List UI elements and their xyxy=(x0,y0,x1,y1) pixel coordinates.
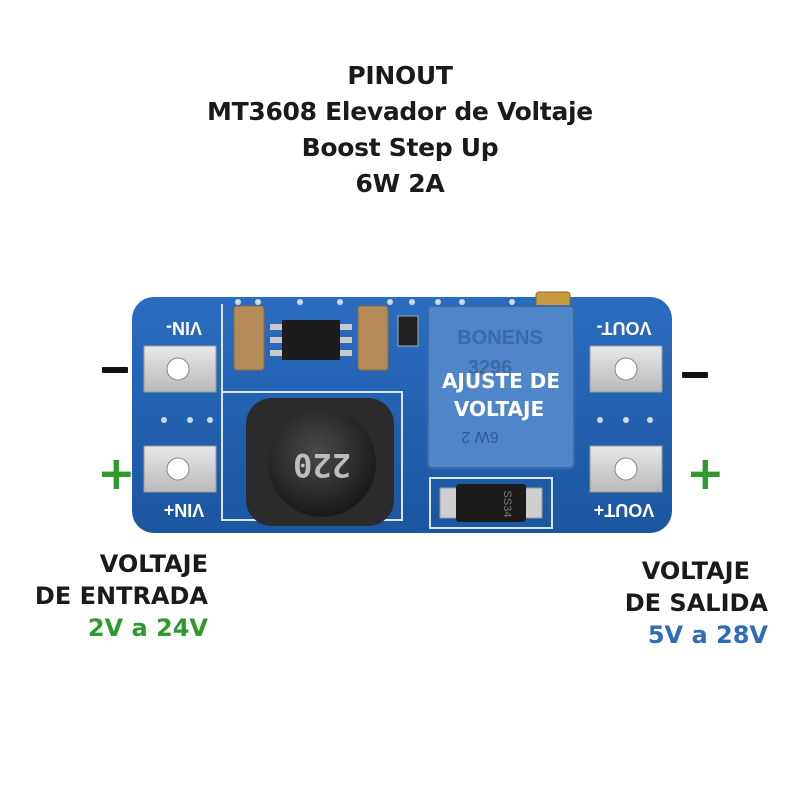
label-vout-minus: VOUT- xyxy=(596,318,651,338)
title-line-model: MT3608 Elevador de Voltaje xyxy=(207,97,593,126)
input-range: 2V a 24V xyxy=(87,614,208,642)
label-vout-plus: VOUT+ xyxy=(594,500,655,520)
inductor-coil xyxy=(268,409,376,517)
resistor-small xyxy=(397,315,419,347)
title-line-pinout: PINOUT xyxy=(347,61,453,90)
label-vin-minus: VIN- xyxy=(166,318,202,338)
ic-mt3608 xyxy=(282,320,340,360)
silk-outline-diode xyxy=(429,477,553,529)
title-line-type: Boost Step Up xyxy=(301,133,499,162)
page-title: PINOUT MT3608 Elevador de Voltaje Boost … xyxy=(0,58,800,202)
capacitor-left xyxy=(233,305,265,371)
input-label-line1: VOLTAJE xyxy=(99,550,208,578)
title-line-power: 6W 2A xyxy=(355,169,445,198)
output-label-line2: DE SALIDA xyxy=(624,589,768,617)
output-voltage-label: VOLTAJE DE SALIDA 5V a 28V xyxy=(570,555,768,651)
vin-minus-sign xyxy=(102,367,128,373)
pad-vout-plus xyxy=(589,445,663,493)
pad-hole xyxy=(614,457,638,481)
output-label-line1: VOLTAJE xyxy=(641,557,750,585)
ic-pins xyxy=(270,324,352,356)
capacitor-right xyxy=(357,305,389,371)
input-voltage-label: VOLTAJE DE ENTRADA 2V a 24V xyxy=(10,548,208,644)
adjust-label-line1: AJUSTE DE xyxy=(442,369,560,393)
diode-code: SS34 xyxy=(501,491,513,518)
input-label-line2: DE ENTRADA xyxy=(34,582,208,610)
vin-plus-sign: + xyxy=(97,446,136,500)
pot-value: 6W 2 xyxy=(461,428,498,445)
pad-hole xyxy=(166,357,190,381)
vout-minus-sign xyxy=(682,372,708,378)
pot-brand: BONENS xyxy=(457,327,543,349)
pad-hole xyxy=(614,357,638,381)
pot-model: 3296 xyxy=(468,357,513,379)
diode-ss34 xyxy=(456,484,526,522)
adjust-label-line2: VOLTAJE xyxy=(454,397,544,421)
output-range: 5V a 28V xyxy=(647,621,768,649)
vout-plus-sign: + xyxy=(686,446,725,500)
potentiometer xyxy=(427,305,575,469)
inductor-code: 220 xyxy=(293,446,351,484)
vias xyxy=(161,299,653,423)
pad-hole xyxy=(166,457,190,481)
label-vin-plus: VIN+ xyxy=(164,500,205,520)
